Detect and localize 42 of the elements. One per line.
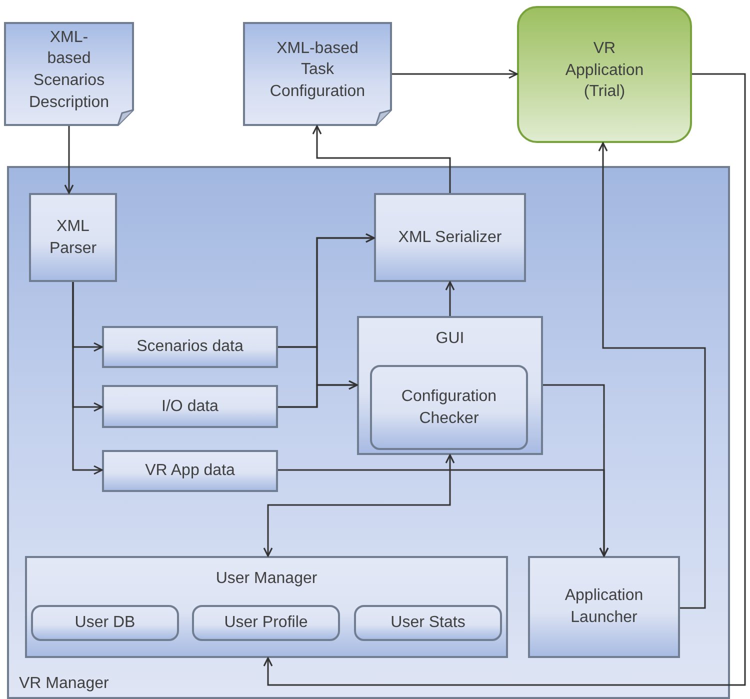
arrow [445,281,455,316]
arrow [64,126,74,194]
container-panel [7,166,730,699]
node-label: User Profile [223,613,309,634]
arrow [263,73,746,686]
node-label: Configuration Checker [400,386,498,428]
node-label: Application Launcher [564,586,644,628]
application-box [517,6,692,143]
node-label: I/O data [160,396,220,417]
node-label: User DB [74,613,136,634]
process-box [528,556,680,658]
module-box [25,556,508,658]
node-label: XML-based Scenarios Description [28,28,110,113]
rounded-box [354,605,502,641]
node-label: Scenarios data [136,337,244,358]
arrow [598,142,706,609]
node-label: User Stats [390,613,466,634]
rounded-box [31,605,179,641]
rounded-box [370,365,528,450]
node-label: XML-based Task Configuration [268,38,366,102]
arrow [278,469,609,557]
node-label: User Manager [214,569,318,589]
node-label: XML Parser [48,216,98,258]
rounded-box [192,605,340,641]
node-label: VR Manager [18,674,110,694]
process-box [374,193,526,282]
arrow [72,282,103,475]
process-box [29,193,117,282]
arrow [312,125,451,193]
process-box [357,316,543,455]
data-box [102,450,278,492]
data-box [102,385,278,428]
document-shape [243,22,392,126]
node-label: VR App data [144,461,236,482]
node-label: GUI [434,329,466,349]
arrow [278,380,358,408]
node-label: VR Application (Trial) [564,39,645,102]
arrow [392,69,518,79]
data-box [102,326,278,368]
node-label: XML Serializer [397,228,503,248]
arrow [263,454,455,557]
document-shape [4,22,134,126]
